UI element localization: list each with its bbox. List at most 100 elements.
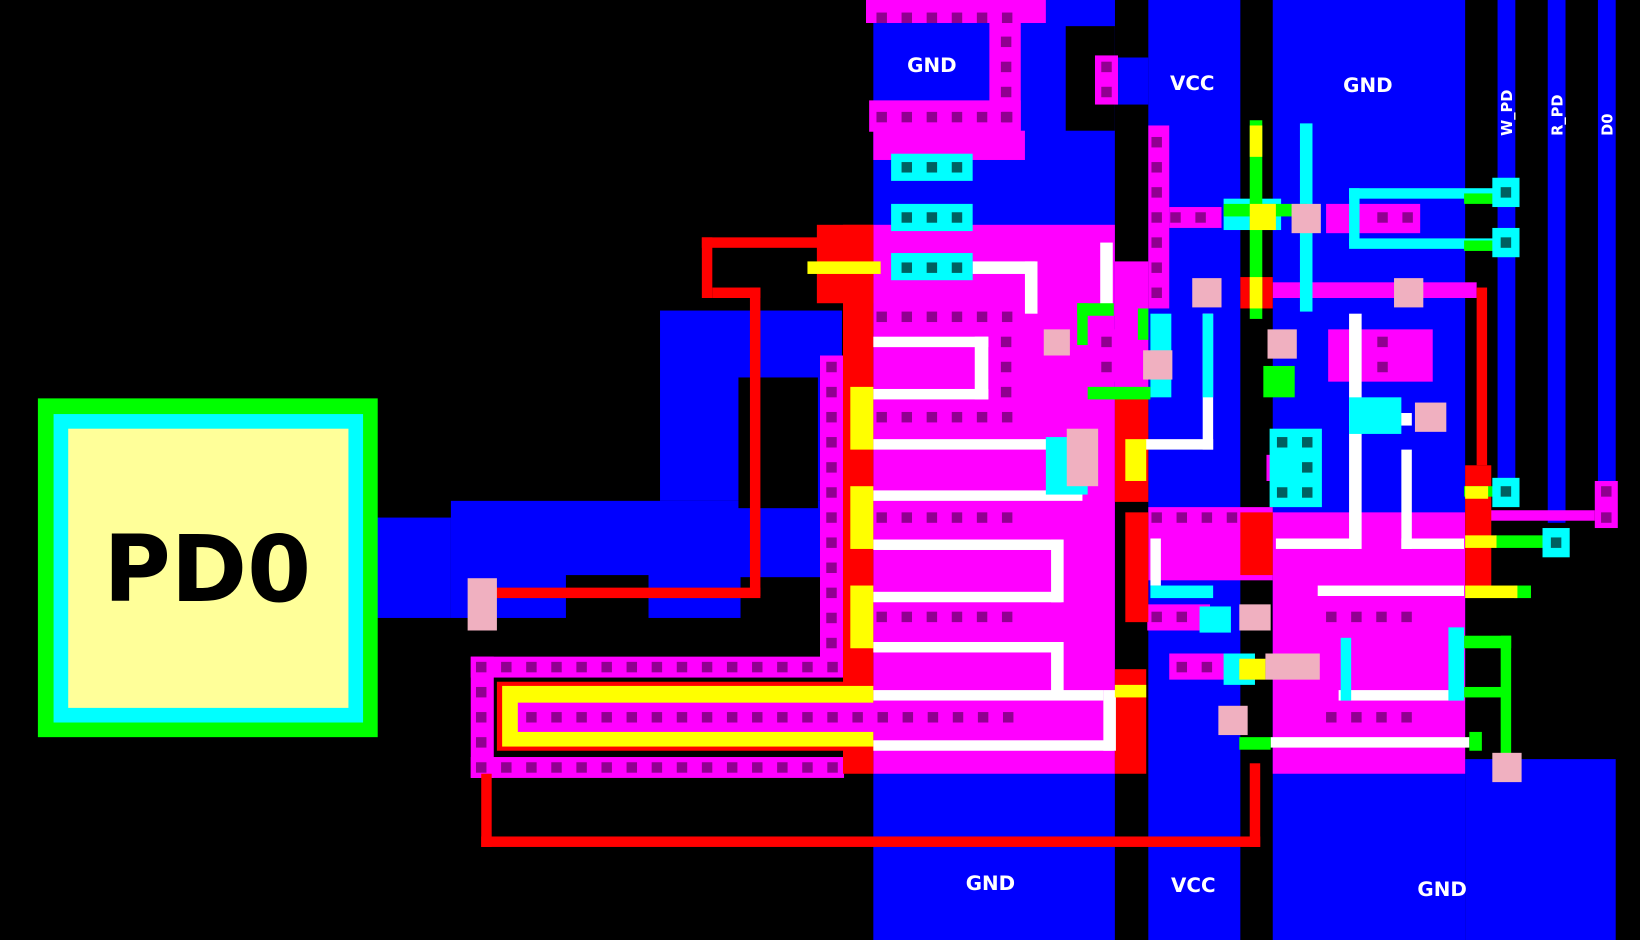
layout-shape[interactable] xyxy=(1500,635,1512,767)
layout-shape[interactable] xyxy=(1394,278,1424,308)
layout-shape[interactable] xyxy=(517,702,1015,732)
layout-shape[interactable] xyxy=(481,836,1261,847)
layout-shape[interactable] xyxy=(1114,684,1147,698)
layout-shape[interactable] xyxy=(1218,705,1248,736)
layout-shape[interactable] xyxy=(873,336,989,348)
layout-shape[interactable] xyxy=(1317,705,1465,738)
layout-shape[interactable] xyxy=(1094,55,1118,105)
layout-shape[interactable] xyxy=(1051,642,1064,700)
layout-shape[interactable] xyxy=(1464,686,1506,698)
layout-shape[interactable] xyxy=(1464,193,1496,204)
pd0-pad[interactable]: PD0 xyxy=(37,398,378,738)
layout-shape[interactable] xyxy=(1469,731,1482,751)
layout-shape[interactable] xyxy=(972,261,1036,274)
layout-shape[interactable] xyxy=(807,261,881,274)
layout-shape[interactable] xyxy=(1317,585,1465,596)
layout-shape[interactable] xyxy=(1492,752,1522,783)
layout-shape[interactable] xyxy=(1239,604,1271,631)
layout-shape[interactable] xyxy=(1239,658,1266,680)
layout-shape[interactable] xyxy=(1414,402,1447,432)
layout-shape[interactable] xyxy=(1401,538,1465,549)
layout-shape[interactable] xyxy=(873,642,1062,653)
layout-shape[interactable] xyxy=(701,237,713,298)
layout-shape[interactable] xyxy=(820,355,844,659)
layout-shape[interactable] xyxy=(1087,386,1151,400)
layout-shape[interactable] xyxy=(1125,512,1149,623)
layout-shape[interactable] xyxy=(1476,287,1488,466)
layout-shape[interactable] xyxy=(873,740,1114,751)
layout-shape[interactable] xyxy=(1547,0,1566,523)
layout-shape[interactable] xyxy=(873,490,1083,501)
layout-shape[interactable] xyxy=(1448,627,1465,701)
layout-shape[interactable] xyxy=(1192,278,1222,308)
layout-shape[interactable] xyxy=(873,690,1104,701)
layout-shape[interactable] xyxy=(1267,329,1297,359)
layout-shape[interactable] xyxy=(1465,465,1492,591)
layout-shape[interactable] xyxy=(749,287,761,596)
layout-shape[interactable] xyxy=(1401,449,1412,549)
layout-shape[interactable] xyxy=(1103,690,1116,751)
layout-shape[interactable] xyxy=(467,578,497,631)
layout-shape[interactable] xyxy=(1249,763,1261,847)
layout-shape[interactable] xyxy=(1137,308,1149,340)
layout-shape[interactable] xyxy=(1514,585,1532,599)
layout-shape[interactable] xyxy=(1202,313,1214,398)
layout-shape[interactable] xyxy=(850,585,874,649)
layout-shape[interactable] xyxy=(1094,329,1118,382)
layout-shape[interactable] xyxy=(565,575,649,654)
layout-shape[interactable] xyxy=(1100,242,1113,306)
layout-shape[interactable] xyxy=(1465,535,1497,548)
layout-shape[interactable] xyxy=(1249,277,1263,309)
layout-shape[interactable] xyxy=(1338,690,1465,701)
layout-shape[interactable] xyxy=(1239,737,1271,750)
layout-shape[interactable] xyxy=(869,100,1021,132)
layout-shape[interactable] xyxy=(1317,601,1465,633)
layout-shape[interactable] xyxy=(1349,397,1402,434)
layout-shape[interactable] xyxy=(481,587,761,599)
layout-shape[interactable] xyxy=(1240,512,1273,576)
layout-shape[interactable] xyxy=(974,336,989,400)
layout-shape[interactable] xyxy=(873,539,1062,550)
layout-shape[interactable] xyxy=(1249,125,1263,157)
layout-shape[interactable] xyxy=(850,486,874,549)
layout-shape[interactable] xyxy=(1150,585,1214,599)
layout-shape[interactable] xyxy=(1077,303,1088,346)
layout-shape[interactable] xyxy=(1270,737,1470,748)
layout-shape[interactable] xyxy=(1114,57,1149,105)
layout-shape[interactable] xyxy=(1275,538,1360,549)
layout-shape[interactable] xyxy=(1051,539,1064,603)
layout-shape[interactable] xyxy=(873,388,989,400)
layout-shape[interactable] xyxy=(1265,653,1320,680)
layout-shape[interactable] xyxy=(1150,538,1161,586)
layout-shape[interactable] xyxy=(1043,329,1070,356)
layout-shape[interactable] xyxy=(1249,203,1276,231)
layout-shape[interactable] xyxy=(1024,261,1038,314)
layout-shape[interactable] xyxy=(1340,637,1352,701)
layout-shape[interactable] xyxy=(1169,207,1222,228)
layout-shape[interactable] xyxy=(1199,606,1231,633)
layout-shape[interactable] xyxy=(1143,350,1173,380)
layout-shape[interactable] xyxy=(1464,635,1512,649)
layout-shape[interactable] xyxy=(1263,365,1295,398)
layout-shape[interactable] xyxy=(1597,0,1616,492)
layout-shape[interactable] xyxy=(1145,439,1214,450)
layout-shape[interactable] xyxy=(1272,282,1477,298)
layout-shape[interactable] xyxy=(850,386,874,450)
layout-shape[interactable] xyxy=(1476,510,1595,521)
layout-shape[interactable] xyxy=(1349,188,1360,246)
layout-shape[interactable] xyxy=(1465,759,1616,940)
layout-shape[interactable] xyxy=(1125,439,1147,481)
layout-shape[interactable] xyxy=(1291,203,1321,234)
layout-shape[interactable] xyxy=(1045,0,1115,27)
layout-shape[interactable] xyxy=(1066,428,1099,487)
layout-shape[interactable] xyxy=(873,591,1062,603)
layout-shape[interactable] xyxy=(481,773,492,847)
layout-shape[interactable] xyxy=(1349,238,1496,249)
layout-shape[interactable] xyxy=(1465,585,1518,599)
layout-shape[interactable] xyxy=(1464,240,1496,251)
layout-shape[interactable] xyxy=(1465,486,1489,499)
layout-shape[interactable] xyxy=(873,439,1052,450)
layout-shape[interactable] xyxy=(701,237,819,248)
